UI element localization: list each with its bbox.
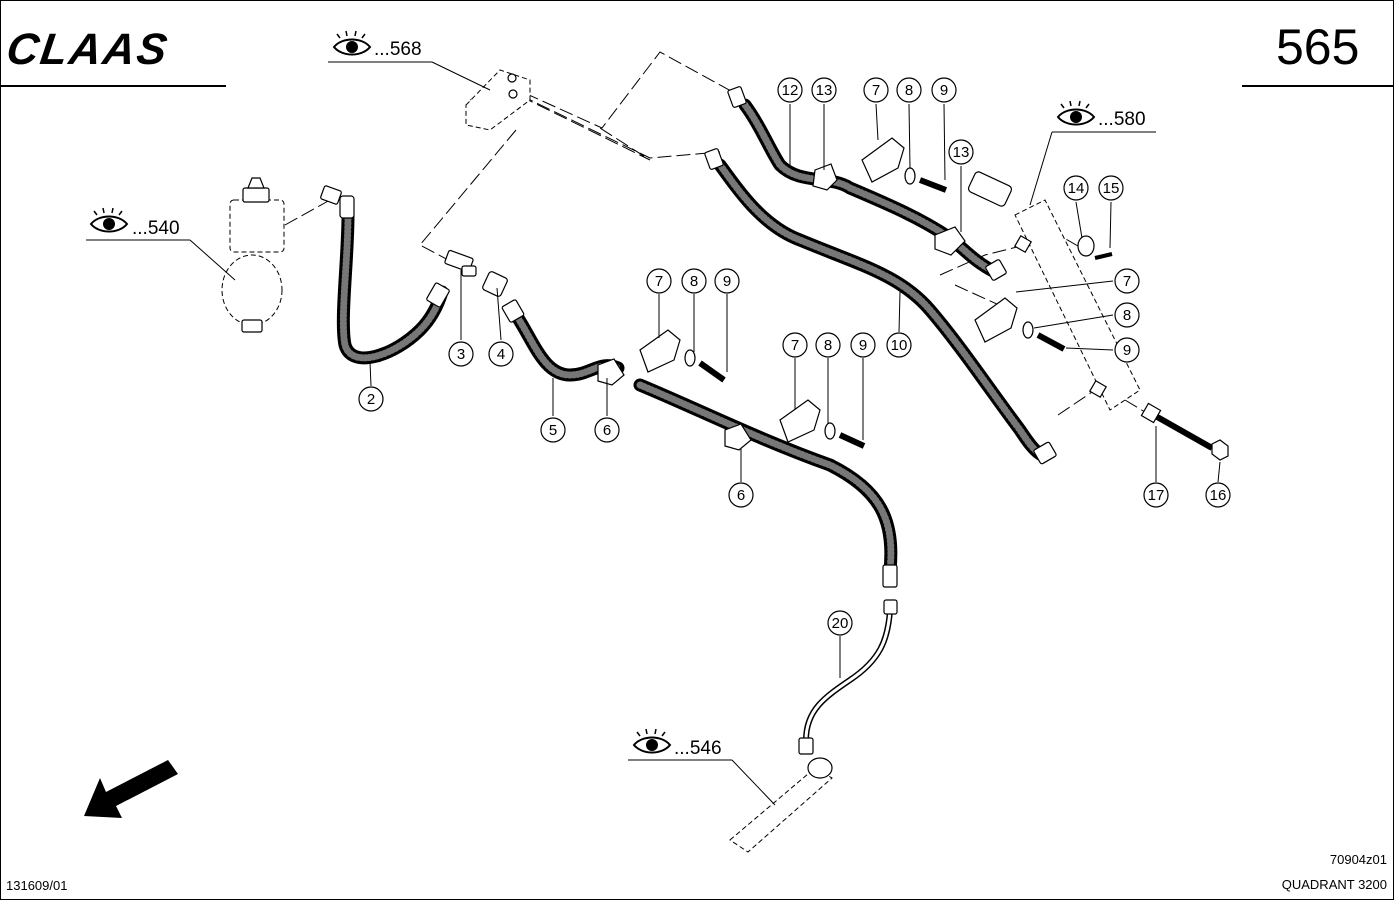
svg-text:7: 7 (791, 337, 799, 354)
svg-text:9: 9 (723, 273, 731, 290)
svg-text:6: 6 (603, 422, 611, 439)
callout-7: 7 (782, 332, 808, 358)
callout-leaders (369, 103, 1221, 678)
callout-13: 13 (948, 139, 974, 165)
reference-label: ...568 (374, 39, 422, 60)
callout-9: 9 (1114, 337, 1140, 363)
svg-text:7: 7 (1123, 273, 1131, 290)
svg-text:8: 8 (1123, 307, 1131, 324)
callout-7: 7 (646, 268, 672, 294)
callout-15: 15 (1098, 175, 1124, 201)
reference-568[interactable]: ...568 (328, 30, 491, 91)
callout-6: 6 (594, 417, 620, 443)
callout-8: 8 (681, 268, 707, 294)
callout-20: 20 (827, 610, 853, 636)
svg-text:6: 6 (737, 487, 745, 504)
page-number: 565 (1276, 19, 1359, 75)
svg-text:15: 15 (1103, 180, 1120, 197)
eye-icon (632, 728, 672, 754)
callout-17: 17 (1143, 482, 1169, 508)
svg-text:2: 2 (367, 391, 375, 408)
callout-9: 9 (850, 332, 876, 358)
hose-10 (713, 158, 1049, 462)
reference-label: ...580 (1098, 109, 1146, 130)
callout-6: 6 (728, 482, 754, 508)
callout-8: 8 (1114, 302, 1140, 328)
callout-16: 16 (1205, 482, 1231, 508)
callout-4: 4 (488, 341, 514, 367)
svg-text:5: 5 (549, 422, 557, 439)
svg-text:17: 17 (1148, 487, 1165, 504)
doc-number: 131609/01 (6, 878, 67, 893)
callout-2: 2 (358, 386, 384, 412)
brand-logo-text: CLAAS (4, 25, 172, 74)
reference-580[interactable]: ...580 (1029, 100, 1156, 206)
callout-5: 5 (540, 417, 566, 443)
callouts: 2 3 4 5 6 6 7 7 7 7 8 8 8 8 9 9 9 9 10 1… (358, 77, 1231, 636)
hose-2 (336, 208, 449, 365)
reference-label: ...540 (132, 218, 180, 239)
svg-text:9: 9 (1123, 342, 1131, 359)
hose-5-long (633, 378, 898, 577)
reference-546[interactable]: ...546 (628, 728, 776, 806)
arrow-icon (84, 760, 178, 818)
brand-logo: CLAAS (4, 25, 172, 74)
callout-14: 14 (1063, 175, 1089, 201)
svg-text:9: 9 (940, 82, 948, 99)
svg-text:4: 4 (497, 346, 505, 363)
callout-10: 10 (886, 332, 912, 358)
svg-text:14: 14 (1068, 180, 1085, 197)
callout-12: 12 (777, 77, 803, 103)
callout-9: 9 (931, 77, 957, 103)
svg-text:8: 8 (905, 82, 913, 99)
callout-7: 7 (863, 77, 889, 103)
svg-text:8: 8 (690, 273, 698, 290)
dashed-leaders (284, 51, 1151, 416)
svg-text:13: 13 (816, 82, 833, 99)
svg-text:8: 8 (824, 337, 832, 354)
fittings (221, 69, 1229, 853)
svg-text:7: 7 (872, 82, 880, 99)
callout-3: 3 (448, 341, 474, 367)
svg-text:16: 16 (1210, 487, 1227, 504)
svg-text:7: 7 (655, 273, 663, 290)
pipe-20 (803, 607, 893, 743)
eye-icon (1056, 100, 1096, 126)
svg-text:10: 10 (891, 337, 908, 354)
callout-13: 13 (811, 77, 837, 103)
callout-8: 8 (896, 77, 922, 103)
eye-icon (89, 207, 129, 233)
callout-9: 9 (714, 268, 740, 294)
reference-540[interactable]: ...540 (86, 207, 236, 281)
svg-text:3: 3 (457, 346, 465, 363)
svg-text:13: 13 (953, 144, 970, 161)
drawing-code: 70904z01 (1330, 852, 1387, 867)
svg-text:12: 12 (782, 82, 799, 99)
eye-icon (332, 30, 372, 56)
callout-8: 8 (815, 332, 841, 358)
model-name: QUADRANT 3200 (1282, 877, 1387, 892)
reference-label: ...546 (674, 738, 722, 759)
svg-text:9: 9 (859, 337, 867, 354)
svg-text:20: 20 (832, 615, 849, 632)
callout-7: 7 (1114, 268, 1140, 294)
